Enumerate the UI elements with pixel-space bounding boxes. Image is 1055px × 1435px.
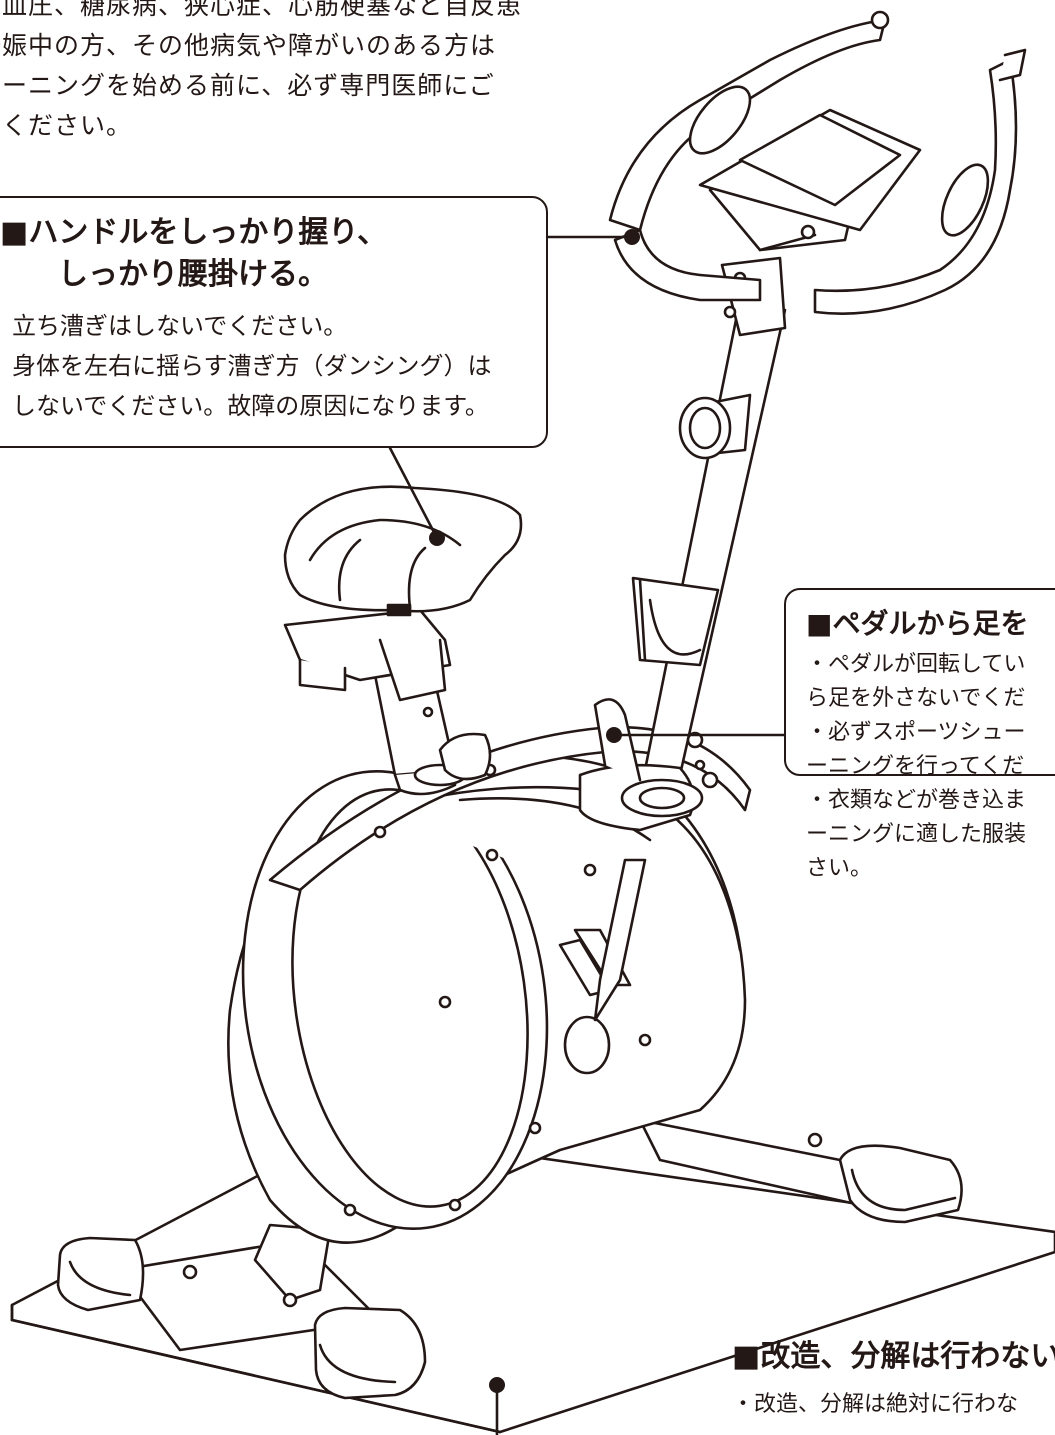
callout-title: ■ペダルから足を [806, 607, 1029, 640]
pedal-crank [558, 698, 704, 1075]
callout-handle-grip: ■ハンドルをしっかり握り、 しっかり腰掛ける。 立ち漕ぎはしないでください。 身… [0, 196, 548, 448]
callout-body: 立ち漕ぎはしないでください。 身体を左右に揺らす漕ぎ方（ダンシング）は しないで… [0, 306, 546, 426]
bottle-holder [631, 576, 720, 667]
leader-dot-saddle [429, 530, 445, 546]
intro-line: 談ください。 [0, 111, 133, 140]
front-stabilizer [56, 1223, 427, 1400]
intro-line: 妊娠中の方、その他病気や障がいのある方は [0, 31, 497, 60]
callout-line: さい。 [806, 856, 873, 881]
callout-line: ・必ずスポーツシュー [806, 720, 1026, 745]
callout-no-modification: ■改造、分解は行わない ・改造、分解は絶対に行わな [732, 1336, 1055, 1422]
callout-line: ら足を外さないでくだ [806, 686, 1026, 711]
tension-knob [678, 393, 752, 460]
leader-dot-handle [624, 229, 640, 245]
intro-text: 高血圧、糖尿病、狭心症、心筋梗塞など自反患 妊娠中の方、その他病気や障がいのある… [0, 0, 536, 146]
callout-line: ・ペダルが回転してい [806, 652, 1026, 677]
seat-bracket [283, 608, 452, 702]
leader-dot-floor [489, 1377, 505, 1393]
leader-dot-pedal [606, 727, 622, 743]
callout-pedal: ■ペダルから足を ・ペダルが回転してい ら足を外さないでくだ ・必ずスポーツシュ… [784, 588, 1055, 881]
callout-line: しないでください。故障の原因になります。 [12, 392, 489, 420]
callout-line: 身体を左右に揺らす漕ぎ方（ダンシング）は [12, 352, 492, 380]
handlebar [608, 10, 1027, 315]
rear-stabilizer [638, 1118, 963, 1224]
flywheel-housing [227, 754, 747, 1244]
intro-line: 高血圧、糖尿病、狭心症、心筋梗塞など自反患 [0, 0, 523, 20]
callout-title: しっかり腰掛ける。 [58, 257, 328, 292]
callout-line: ・衣類などが巻き込ま [806, 788, 1027, 813]
upright-column [643, 298, 787, 789]
callout-line: ーニングを行ってくだ [806, 754, 1025, 779]
leader-lines [388, 229, 788, 1435]
callout-title: ■改造、分解は行わない [732, 1339, 1055, 1374]
callout-line: 立ち漕ぎはしないでください。 [12, 312, 348, 340]
callout-title: ■ハンドルをしっかり握り、 [0, 215, 388, 250]
intro-line: レーニングを始める前に、必ず専門医師にご [0, 71, 495, 100]
callout-line: ーニングに適した服装 [806, 822, 1027, 847]
callout-body: ・ペダルが回転してい ら足を外さないでくだ ・必ずスポーツシュー ーニングを行っ… [806, 648, 1055, 886]
callout-line: ・改造、分解は絶対に行わな [732, 1392, 1019, 1417]
saddle [283, 485, 523, 617]
